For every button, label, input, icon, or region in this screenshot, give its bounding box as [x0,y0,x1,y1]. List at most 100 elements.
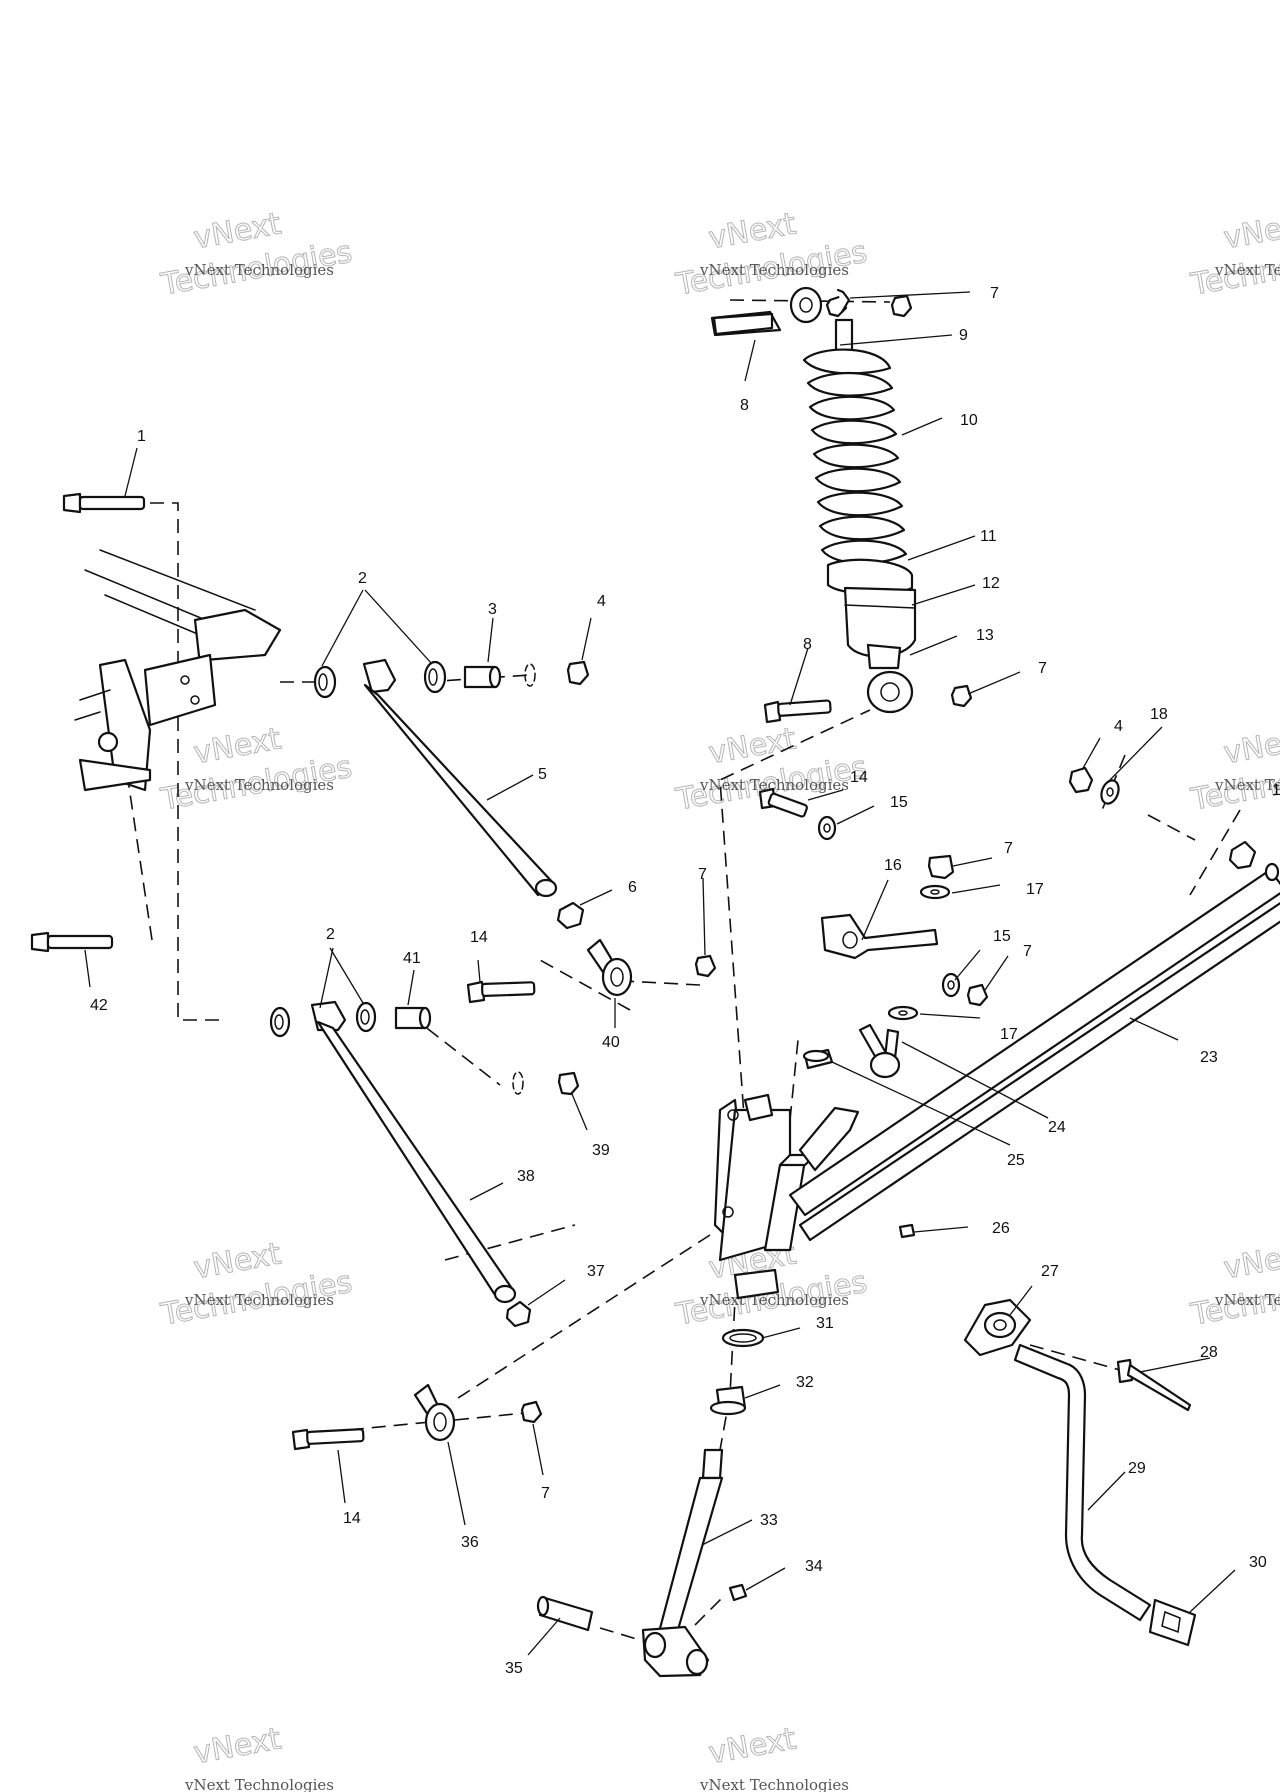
nut-7-mid [694,954,717,978]
upper-control-arm-5 [362,658,558,898]
watermark-small: vNext Technologies [1214,1291,1280,1309]
washer-18 [1100,779,1120,805]
bolt-1 [62,492,146,514]
callout-11: 11 [980,528,997,545]
bushing-32 [709,1385,747,1416]
bushing-2-upper [313,660,447,699]
ball-stud-24 [858,1023,901,1079]
rod-end-40 [586,938,633,997]
callout-18: 18 [1150,706,1168,723]
callout-3: 3 [488,601,497,618]
watermark-small: vNext Technologies [699,261,849,279]
washer-17-lower [887,1005,919,1021]
bolt-8-lower [763,699,832,724]
callout-4-upper: 4 [597,593,606,610]
spindle-shaft-33 [641,1448,724,1678]
callout-15-upper: 15 [890,794,908,811]
callout-9: 9 [959,327,968,344]
watermark-small: vNext Technologies [699,776,849,794]
nut-right-edge [1228,840,1257,870]
leader-lines [84,291,1236,1656]
watermark-small: vNext Technologies [1214,261,1280,279]
callout-37: 37 [587,1263,605,1280]
bushing-2-lower [269,1001,377,1038]
nut-4-upper [524,660,590,687]
watermark-outline-top: vNext [1221,722,1280,772]
callout-17-upper: 17 [1026,881,1044,898]
callout-15-lower: 15 [993,928,1011,945]
bolt-42 [30,931,114,953]
callout-2-upper: 2 [358,570,367,587]
callout-14-right: 14 [850,769,868,786]
watermark: vNext vNext Technologies [699,1721,849,1792]
watermark-small: vNext Technologies [1214,776,1280,794]
callout-8-upper: 8 [740,397,749,414]
sleeve-3 [463,665,502,689]
grease-fitting-34 [728,1583,748,1602]
callout-27: 27 [1041,1263,1059,1280]
callout-7-shock-bottom: 7 [1038,660,1047,677]
callout-42: 42 [90,997,108,1014]
callout-2-lower: 2 [326,926,335,943]
bolt-14-right [758,787,808,818]
washer-15-upper [817,815,837,841]
watermark-outline-top: vNext [191,1722,284,1772]
callout-7-mid: 7 [698,866,707,883]
callout-29: 29 [1128,1460,1146,1477]
nut-4-right [1068,766,1094,794]
callout-7-bracket: 7 [1004,840,1013,857]
nut-37 [505,1300,532,1328]
callout-13: 13 [976,627,994,644]
assembly-dashed-lines [124,299,1241,1641]
callout-14-lower: 14 [343,1510,361,1527]
callout-31: 31 [816,1315,834,1332]
callout-1: 1 [137,428,146,445]
callout-38: 38 [517,1168,535,1185]
callout-32: 32 [796,1374,814,1391]
callout-35: 35 [505,1660,523,1677]
watermark: vNext Technologies vNext Technologies [1187,1236,1280,1333]
nut-39 [512,1071,580,1096]
watermark: vNext Technologies vNext Technologies [1187,721,1280,818]
watermark-small: vNext Technologies [184,776,334,794]
callout-23: 23 [1200,1049,1218,1066]
watermark-outline-top: vNext [1221,207,1280,257]
watermark: vNext Technologies vNext Technologies [157,206,355,303]
watermark: vNext Technologies vNext Technologies [157,1236,355,1333]
callout-7-lower: 7 [541,1485,550,1502]
callout-labels: 1 2 3 4 5 6 7 8 9 10 11 12 13 7 8 7 4 18… [90,285,1280,1677]
callout-7-top: 7 [990,285,999,302]
callout-12: 12 [982,575,1000,592]
callout-8-lower: 8 [803,636,812,653]
watermark-small: vNext Technologies [184,1776,334,1792]
watermark: vNext Technologies vNext Technologies [157,721,355,818]
watermark: vNext vNext Technologies [184,1721,334,1792]
bushing-25 [802,1048,834,1070]
callout-41: 41 [403,950,421,967]
watermark-outline-top: vNext [1221,1237,1280,1287]
callout-17-lower: 17 [1000,1026,1018,1043]
callout-16: 16 [884,857,902,874]
pin-35 [536,1595,594,1632]
callout-5: 5 [538,766,547,783]
callout-1-right-edge: 1 [1272,782,1280,799]
flange-27 [963,1298,1032,1357]
callout-34: 34 [805,1558,823,1575]
watermark: vNext Technologies vNext Technologies [1187,206,1280,303]
spindle-knuckle [713,1093,817,1262]
watermark-small: vNext Technologies [699,1291,849,1309]
nut-6 [556,901,585,930]
watermark-small: vNext Technologies [699,1776,849,1792]
callout-36: 36 [461,1534,479,1551]
frame-bracket [74,549,282,792]
seal-31 [721,1328,765,1348]
bar-end-30 [1148,1598,1197,1647]
trailing-arm-23 [788,862,1280,1242]
spring-10 [802,348,908,565]
watermark-small: vNext Technologies [184,261,334,279]
nut-7-lower-right [966,983,989,1007]
callout-10: 10 [960,412,978,429]
washer-17-upper [919,884,951,900]
nut-7-lower [520,1400,543,1424]
